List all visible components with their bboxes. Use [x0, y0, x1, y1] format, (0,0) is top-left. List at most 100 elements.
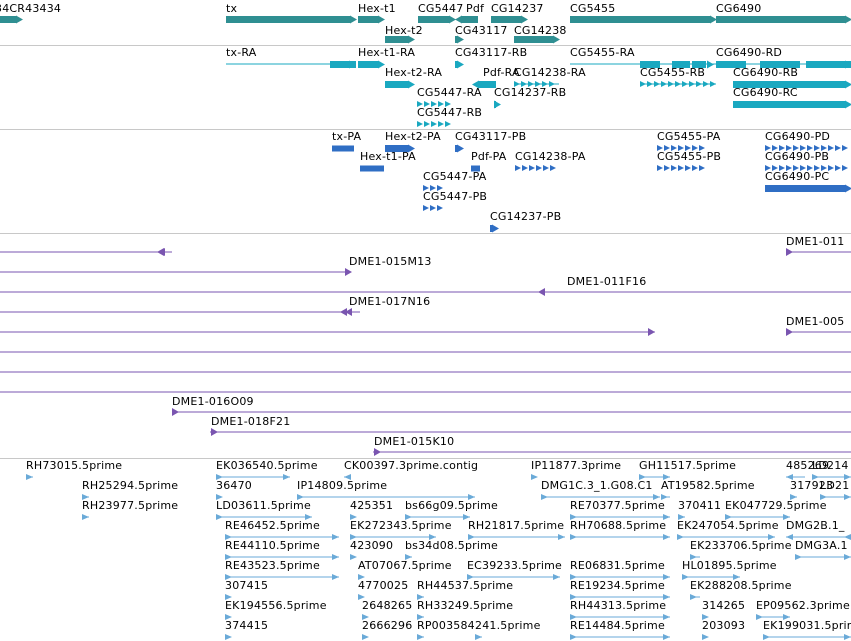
est-label-ld21[interactable]: LD21	[820, 479, 850, 492]
est-label-re14484-5prime[interactable]: RE14484.5prime	[570, 619, 665, 632]
est-glyph-rh21817-5prime[interactable]	[468, 534, 565, 540]
est-glyph-dmg3a-1[interactable]	[795, 554, 851, 560]
est-label-ip14809-5prime[interactable]: IP14809.5prime	[297, 479, 388, 492]
est-glyph-2648265[interactable]	[362, 614, 369, 620]
gene-glyph-hex-t2[interactable]	[385, 35, 415, 44]
transcript-label-cg6490-rd[interactable]: CG6490-RD	[716, 46, 783, 59]
est-glyph-ld21[interactable]	[820, 494, 851, 500]
est-glyph-2666296[interactable]	[362, 634, 369, 640]
gene-label-hex-t2[interactable]: Hex-t2	[385, 24, 423, 37]
transcript-glyph-cg5455-ra[interactable]	[570, 60, 716, 69]
gene-label-cg5447[interactable]: CG5447	[418, 2, 464, 15]
protein-glyph-hex-t1-pa[interactable]	[360, 165, 384, 172]
est-label-dmg2b-1[interactable]: DMG2B.1_	[786, 519, 845, 532]
transcript-glyph-tx-ra[interactable]	[226, 60, 356, 69]
transcript-glyph-cg5447-rb[interactable]	[417, 121, 451, 127]
protein-glyph-cg5455-pa[interactable]	[657, 145, 705, 151]
est-glyph-317923[interactable]	[790, 494, 797, 500]
est-glyph-re19234-5prime[interactable]	[570, 594, 670, 600]
protein-label-cg14238-pa[interactable]: CG14238-PA	[515, 150, 586, 163]
est-label-re19234-5prime[interactable]: RE19234.5prime	[570, 579, 665, 592]
est-label-ek233706-5prime[interactable]: EK233706.5prime	[690, 539, 792, 552]
est-label-bs66g09-5prime[interactable]: bs66g09.5prime	[405, 499, 499, 512]
est-label-485269[interactable]: 485269	[786, 459, 830, 472]
est-glyph-ld03611-5prime[interactable]	[216, 514, 312, 520]
est-label-rh33249-5prime[interactable]: RH33249.5prime	[417, 599, 514, 612]
clone-label-dme1-017n16[interactable]: DME1-017N16	[349, 295, 431, 308]
est-glyph-203093[interactable]	[702, 634, 709, 640]
est-label-dmg3a-1[interactable]: DMG3A.1	[795, 539, 848, 552]
transcript-label-cg5455-rb[interactable]: CG5455-RB	[640, 66, 706, 79]
est-label-hl01895-5prime[interactable]: HL01895.5prime	[682, 559, 777, 572]
est-glyph-rh23977-5prime[interactable]	[82, 514, 89, 520]
protein-glyph-tx-pa[interactable]	[332, 145, 354, 152]
protein-glyph-cg6490-pd[interactable]	[765, 145, 848, 151]
clone-label-dme1-011f16[interactable]: DME1-011F16	[567, 275, 647, 288]
gene-glyph-cg5455[interactable]	[570, 15, 717, 24]
est-glyph-ck00397-3prime-contig[interactable]	[344, 474, 351, 480]
est-glyph-dmg1c-3-1-g08-c1[interactable]	[541, 494, 660, 500]
est-label-317923[interactable]: 317923	[790, 479, 834, 492]
est-glyph-rh33249-5prime[interactable]	[417, 614, 424, 620]
est-glyph-ek272343-5prime[interactable]	[350, 534, 436, 540]
est-glyph-bs66g09-5prime[interactable]	[405, 514, 470, 520]
transcript-glyph-cg6490-rc[interactable]	[733, 100, 851, 109]
est-label-dmg1c-3-1-g08-c1[interactable]: DMG1C.3_1.G08.C1	[541, 479, 653, 492]
est-label-re46452-5prime[interactable]: RE46452.5prime	[225, 519, 320, 532]
est-glyph-rh44313-5prime[interactable]	[570, 614, 670, 620]
est-label-ek036540-5prime[interactable]: EK036540.5prime	[216, 459, 318, 472]
est-glyph-ek288208-5prime[interactable]	[690, 594, 700, 600]
est-label-rh70688-5prime[interactable]: RH70688.5prime	[570, 519, 667, 532]
est-label-re43523-5prime[interactable]: RE43523.5prime	[225, 559, 320, 572]
est-glyph-ek233706-5prime[interactable]	[690, 554, 700, 560]
est-glyph-374415[interactable]	[225, 634, 232, 640]
transcript-label-cg5447-rb[interactable]: CG5447-RB	[417, 106, 483, 119]
gene-glyph-pdf[interactable]	[455, 15, 478, 24]
est-label-rh73015-5prime[interactable]: RH73015.5prime	[26, 459, 123, 472]
est-label-307415[interactable]: 307415	[225, 579, 269, 592]
transcript-label-cg5455-ra[interactable]: CG5455-RA	[570, 46, 635, 59]
est-glyph-4770025[interactable]	[358, 594, 365, 600]
est-label-ld214[interactable]: LD214	[812, 459, 849, 472]
est-label-rp003584[interactable]: RP003584	[417, 619, 475, 632]
est-label-ec39233-5prime[interactable]: EC39233.5prime	[467, 559, 562, 572]
est-glyph-ek199031-5prime[interactable]	[763, 634, 851, 640]
est-label-gh11517-5prime[interactable]: GH11517.5prime	[639, 459, 737, 472]
est-label-4770025[interactable]: 4770025	[358, 579, 409, 592]
est-glyph-ek247054-5prime[interactable]	[677, 534, 775, 540]
est-glyph-at07067-5prime[interactable]	[358, 574, 365, 580]
transcript-glyph-cg6490-rb[interactable]	[733, 80, 851, 89]
protein-label-cg14237-pb[interactable]: CG14237-PB	[490, 210, 562, 223]
est-glyph-ec39233-5prime[interactable]	[467, 574, 560, 580]
transcript-label-cg43117-rb[interactable]: CG43117-RB	[455, 46, 528, 59]
est-label-ek199031-5prime[interactable]: EK199031.5prime	[763, 619, 851, 632]
est-glyph-re44110-5prime[interactable]	[225, 554, 339, 560]
est-glyph-370411[interactable]	[678, 514, 685, 520]
est-glyph-ip14809-5prime[interactable]	[297, 494, 475, 500]
transcript-label-cg6490-rb[interactable]: CG6490-RB	[733, 66, 799, 79]
gene-glyph-hex-t1[interactable]	[358, 15, 385, 24]
est-glyph-ep09562-3prime[interactable]	[756, 614, 790, 620]
transcript-label-hex-t1-ra[interactable]: Hex-t1-RA	[358, 46, 416, 59]
protein-glyph-cg6490-pb[interactable]	[765, 165, 848, 171]
est-label-re70377-5prime[interactable]: RE70377.5prime	[570, 499, 665, 512]
protein-label-cg6490-pb[interactable]: CG6490-PB	[765, 150, 830, 163]
gene-label-pdf[interactable]: Pdf	[466, 2, 485, 15]
gene-glyph-tx[interactable]	[226, 15, 357, 24]
est-glyph-bs34d08-5prime[interactable]	[405, 554, 412, 560]
transcript-glyph-pdf-ra[interactable]	[472, 80, 496, 89]
est-label-bs34d08-5prime[interactable]: bs34d08.5prime	[405, 539, 499, 552]
gene-label-34cr43434[interactable]: 34CR43434	[0, 2, 62, 15]
est-glyph-314265[interactable]	[702, 614, 709, 620]
protein-glyph-pdf-pa[interactable]	[471, 165, 480, 172]
gene-glyph-cg14237[interactable]	[491, 15, 528, 24]
transcript-label-hex-t2-ra[interactable]: Hex-t2-RA	[385, 66, 443, 79]
transcript-label-cg14238-ra[interactable]: CG14238-RA	[514, 66, 586, 79]
est-glyph-rh73015-5prime[interactable]	[26, 474, 33, 480]
est-label-ek272343-5prime[interactable]: EK272343.5prime	[350, 519, 452, 532]
est-glyph-ek047729-5prime[interactable]	[725, 514, 790, 520]
transcript-glyph-cg5455-rb[interactable]	[640, 81, 716, 87]
protein-label-tx-pa[interactable]: tx-PA	[332, 130, 362, 143]
gene-label-cg6490[interactable]: CG6490	[716, 2, 762, 15]
est-label-2666296[interactable]: 2666296	[362, 619, 413, 632]
